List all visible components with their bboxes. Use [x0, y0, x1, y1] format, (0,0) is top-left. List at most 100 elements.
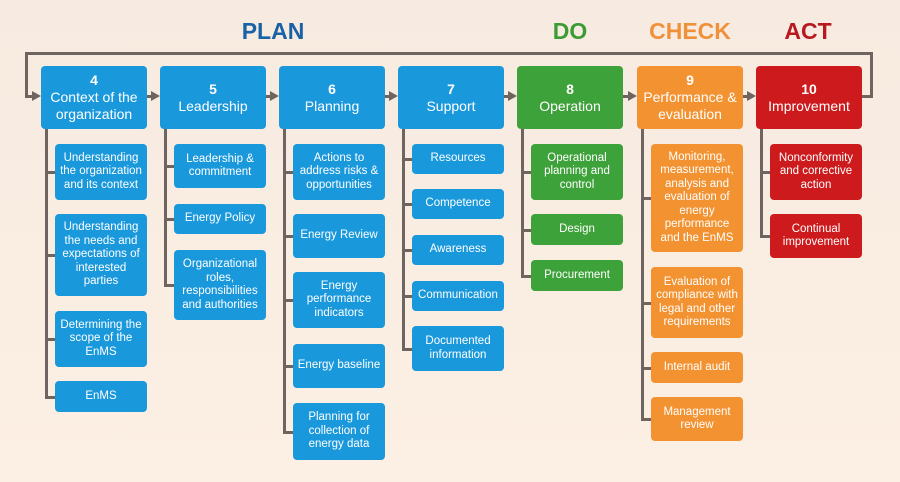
sub-clause: Energy Policy — [174, 204, 266, 234]
sub-clause: Understanding the organization and its c… — [55, 144, 147, 200]
clause-number: 4 — [90, 72, 98, 88]
clause-title: Leadership — [178, 97, 248, 114]
sub-clause: Determining the scope of the EnMS — [55, 311, 147, 367]
trunk-line — [521, 129, 524, 277]
clause-number: 5 — [209, 80, 217, 97]
sub-clause: Actions to address risks & opportunities — [293, 144, 385, 200]
feedback-loop-left-stub — [25, 95, 33, 98]
feedback-loop-top — [25, 52, 873, 55]
connector — [504, 95, 509, 98]
branch-line — [521, 171, 531, 174]
sub-clause: Communication — [412, 281, 504, 311]
branch-line — [283, 171, 293, 174]
clause-number: 7 — [447, 80, 455, 97]
clause-number: 10 — [801, 80, 817, 97]
sub-clause: Energy Review — [293, 214, 385, 258]
clause-title: Operation — [539, 97, 601, 114]
branch-line — [283, 430, 293, 434]
arrow-icon — [270, 91, 279, 101]
branch-line — [45, 171, 55, 174]
branch-line — [641, 418, 651, 421]
branch-line — [402, 158, 412, 161]
sub-clause: Management review — [651, 397, 743, 441]
arrow-icon — [747, 91, 756, 101]
clause-number: 9 — [686, 72, 694, 88]
connector — [147, 95, 152, 98]
branch-line — [283, 235, 293, 238]
clause-title: Support — [426, 97, 476, 114]
branch-line — [521, 274, 531, 278]
trunk-line — [283, 129, 286, 433]
trunk-line — [641, 129, 644, 420]
trunk-line — [402, 129, 405, 350]
sub-clause: Procurement — [531, 260, 623, 291]
sub-clause: Organizational roles, responsibilities a… — [174, 250, 266, 320]
branch-line — [45, 395, 55, 399]
sub-clause: Continual improvement — [770, 214, 862, 258]
clause-number: 8 — [566, 80, 574, 97]
clause-number: 6 — [328, 80, 336, 97]
sub-clause: Competence — [412, 189, 504, 219]
phase-title-do: DO — [552, 18, 588, 44]
phase-title-plan: PLAN — [241, 18, 305, 44]
trunk-line — [760, 129, 763, 237]
sub-clause: Monitoring, measurement, analysis and ev… — [651, 144, 743, 252]
sub-clause: EnMS — [55, 381, 147, 412]
branch-line — [164, 165, 174, 168]
sub-clause: Internal audit — [651, 352, 743, 383]
branch-line — [402, 295, 412, 298]
branch-line — [283, 365, 293, 368]
feedback-loop-right-stub — [861, 95, 873, 98]
branch-line — [641, 197, 651, 200]
sub-clause: Documented information — [412, 326, 504, 371]
sub-clause: Resources — [412, 144, 504, 174]
clause-title: Performance & evaluation — [643, 89, 737, 122]
branch-line — [760, 171, 770, 174]
trunk-line — [45, 129, 48, 398]
sub-clause: Design — [531, 214, 623, 245]
connector — [743, 95, 748, 98]
sub-clause: Energy performance indicators — [293, 272, 385, 328]
sub-clause: Evaluation of compliance with legal and … — [651, 267, 743, 338]
sub-clause: Understanding the needs and expectations… — [55, 214, 147, 296]
clause-title: Improvement — [768, 97, 850, 114]
connector — [266, 95, 271, 98]
sub-clause: Operational planning and control — [531, 144, 623, 200]
connector — [385, 95, 390, 98]
clause-title: Context of the organization — [50, 89, 138, 122]
arrow-icon — [389, 91, 398, 101]
branch-line — [641, 301, 651, 305]
branch-line — [760, 235, 770, 238]
branch-line — [402, 249, 412, 252]
branch-line — [45, 254, 55, 257]
arrow-icon — [508, 91, 517, 101]
sub-clause: Leadership & commitment — [174, 144, 266, 188]
arrow-icon — [151, 91, 160, 101]
branch-line — [402, 347, 412, 351]
branch-line — [164, 284, 174, 287]
branch-line — [45, 338, 55, 341]
branch-line — [283, 299, 293, 302]
phase-title-check: CHECK — [649, 18, 731, 44]
connector — [623, 95, 629, 98]
sub-clause: Nonconformity and corrective action — [770, 144, 862, 200]
branch-line — [521, 228, 531, 232]
feedback-loop-left — [25, 52, 28, 98]
clause-title: Planning — [304, 97, 360, 114]
feedback-loop-right — [870, 52, 873, 98]
branch-line — [641, 366, 651, 370]
phase-title-act: ACT — [784, 18, 832, 44]
sub-clause: Awareness — [412, 235, 504, 265]
branch-line — [164, 218, 174, 221]
arrow-icon — [32, 91, 41, 101]
sub-clause: Planning for collection of energy data — [293, 403, 385, 460]
trunk-line — [164, 129, 167, 286]
arrow-icon — [628, 91, 637, 101]
